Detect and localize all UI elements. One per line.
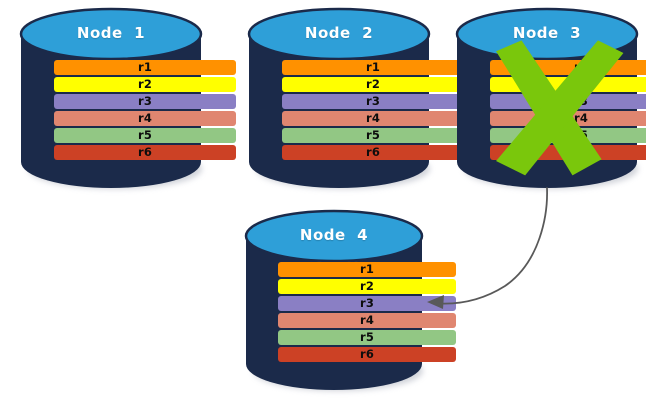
replica-row[interactable]: r5 (282, 128, 464, 143)
replica-row[interactable]: r6 (278, 347, 456, 362)
replica-row-label: r1 (359, 261, 375, 276)
replica-row[interactable]: r6 (282, 145, 464, 160)
replica-row-label: r6 (359, 346, 375, 361)
replica-row-label: r4 (137, 110, 153, 125)
replica-row-label: r2 (137, 76, 153, 91)
replica-row[interactable]: r2 (282, 77, 464, 92)
cylinder-top-disc (244, 209, 424, 263)
arrow-head (427, 295, 444, 309)
replica-row-label: r3 (365, 93, 381, 108)
replica-row[interactable]: r2 (54, 77, 236, 92)
replica-row-label: r2 (359, 278, 375, 293)
cylinder-top-disc (19, 7, 203, 61)
replica-row[interactable]: r4 (278, 313, 456, 328)
replica-row-label: r3 (359, 295, 375, 310)
replica-row-label: r4 (359, 312, 375, 327)
replica-row-list: r1 r2 r3 r4 r5 r6 (20, 60, 270, 162)
cylinder-top-disc (247, 7, 431, 61)
replica-row-label: r5 (137, 127, 153, 142)
replica-row-label: r1 (365, 59, 381, 74)
replica-row[interactable]: r1 (282, 60, 464, 75)
arrow-path (431, 187, 548, 305)
replica-row-label: r1 (137, 59, 153, 74)
replica-row-label: r2 (365, 76, 381, 91)
replica-row[interactable]: r4 (282, 111, 464, 126)
replica-row[interactable]: r3 (278, 296, 456, 311)
replica-row-label: r5 (359, 329, 375, 344)
replica-row-label: r3 (137, 93, 153, 108)
replica-row-label: r4 (365, 110, 381, 125)
replica-row-label: r5 (365, 127, 381, 142)
replica-row[interactable]: r5 (278, 330, 456, 345)
replica-row[interactable]: r1 (278, 262, 456, 277)
replica-row[interactable]: r4 (54, 111, 236, 126)
replica-row-list: r1 r2 r3 r4 r5 r6 (245, 262, 489, 364)
replica-row[interactable]: r3 (54, 94, 236, 109)
replica-row[interactable]: r5 (54, 128, 236, 143)
replica-row-list: r1 r2 r3 r4 r5 r6 (248, 60, 498, 162)
replica-row[interactable]: r1 (54, 60, 236, 75)
replica-row[interactable]: r6 (54, 145, 236, 160)
replica-row[interactable]: r2 (278, 279, 456, 294)
replica-row-label: r6 (365, 144, 381, 159)
replica-row[interactable]: r3 (282, 94, 464, 109)
replica-row-label: r6 (137, 144, 153, 159)
